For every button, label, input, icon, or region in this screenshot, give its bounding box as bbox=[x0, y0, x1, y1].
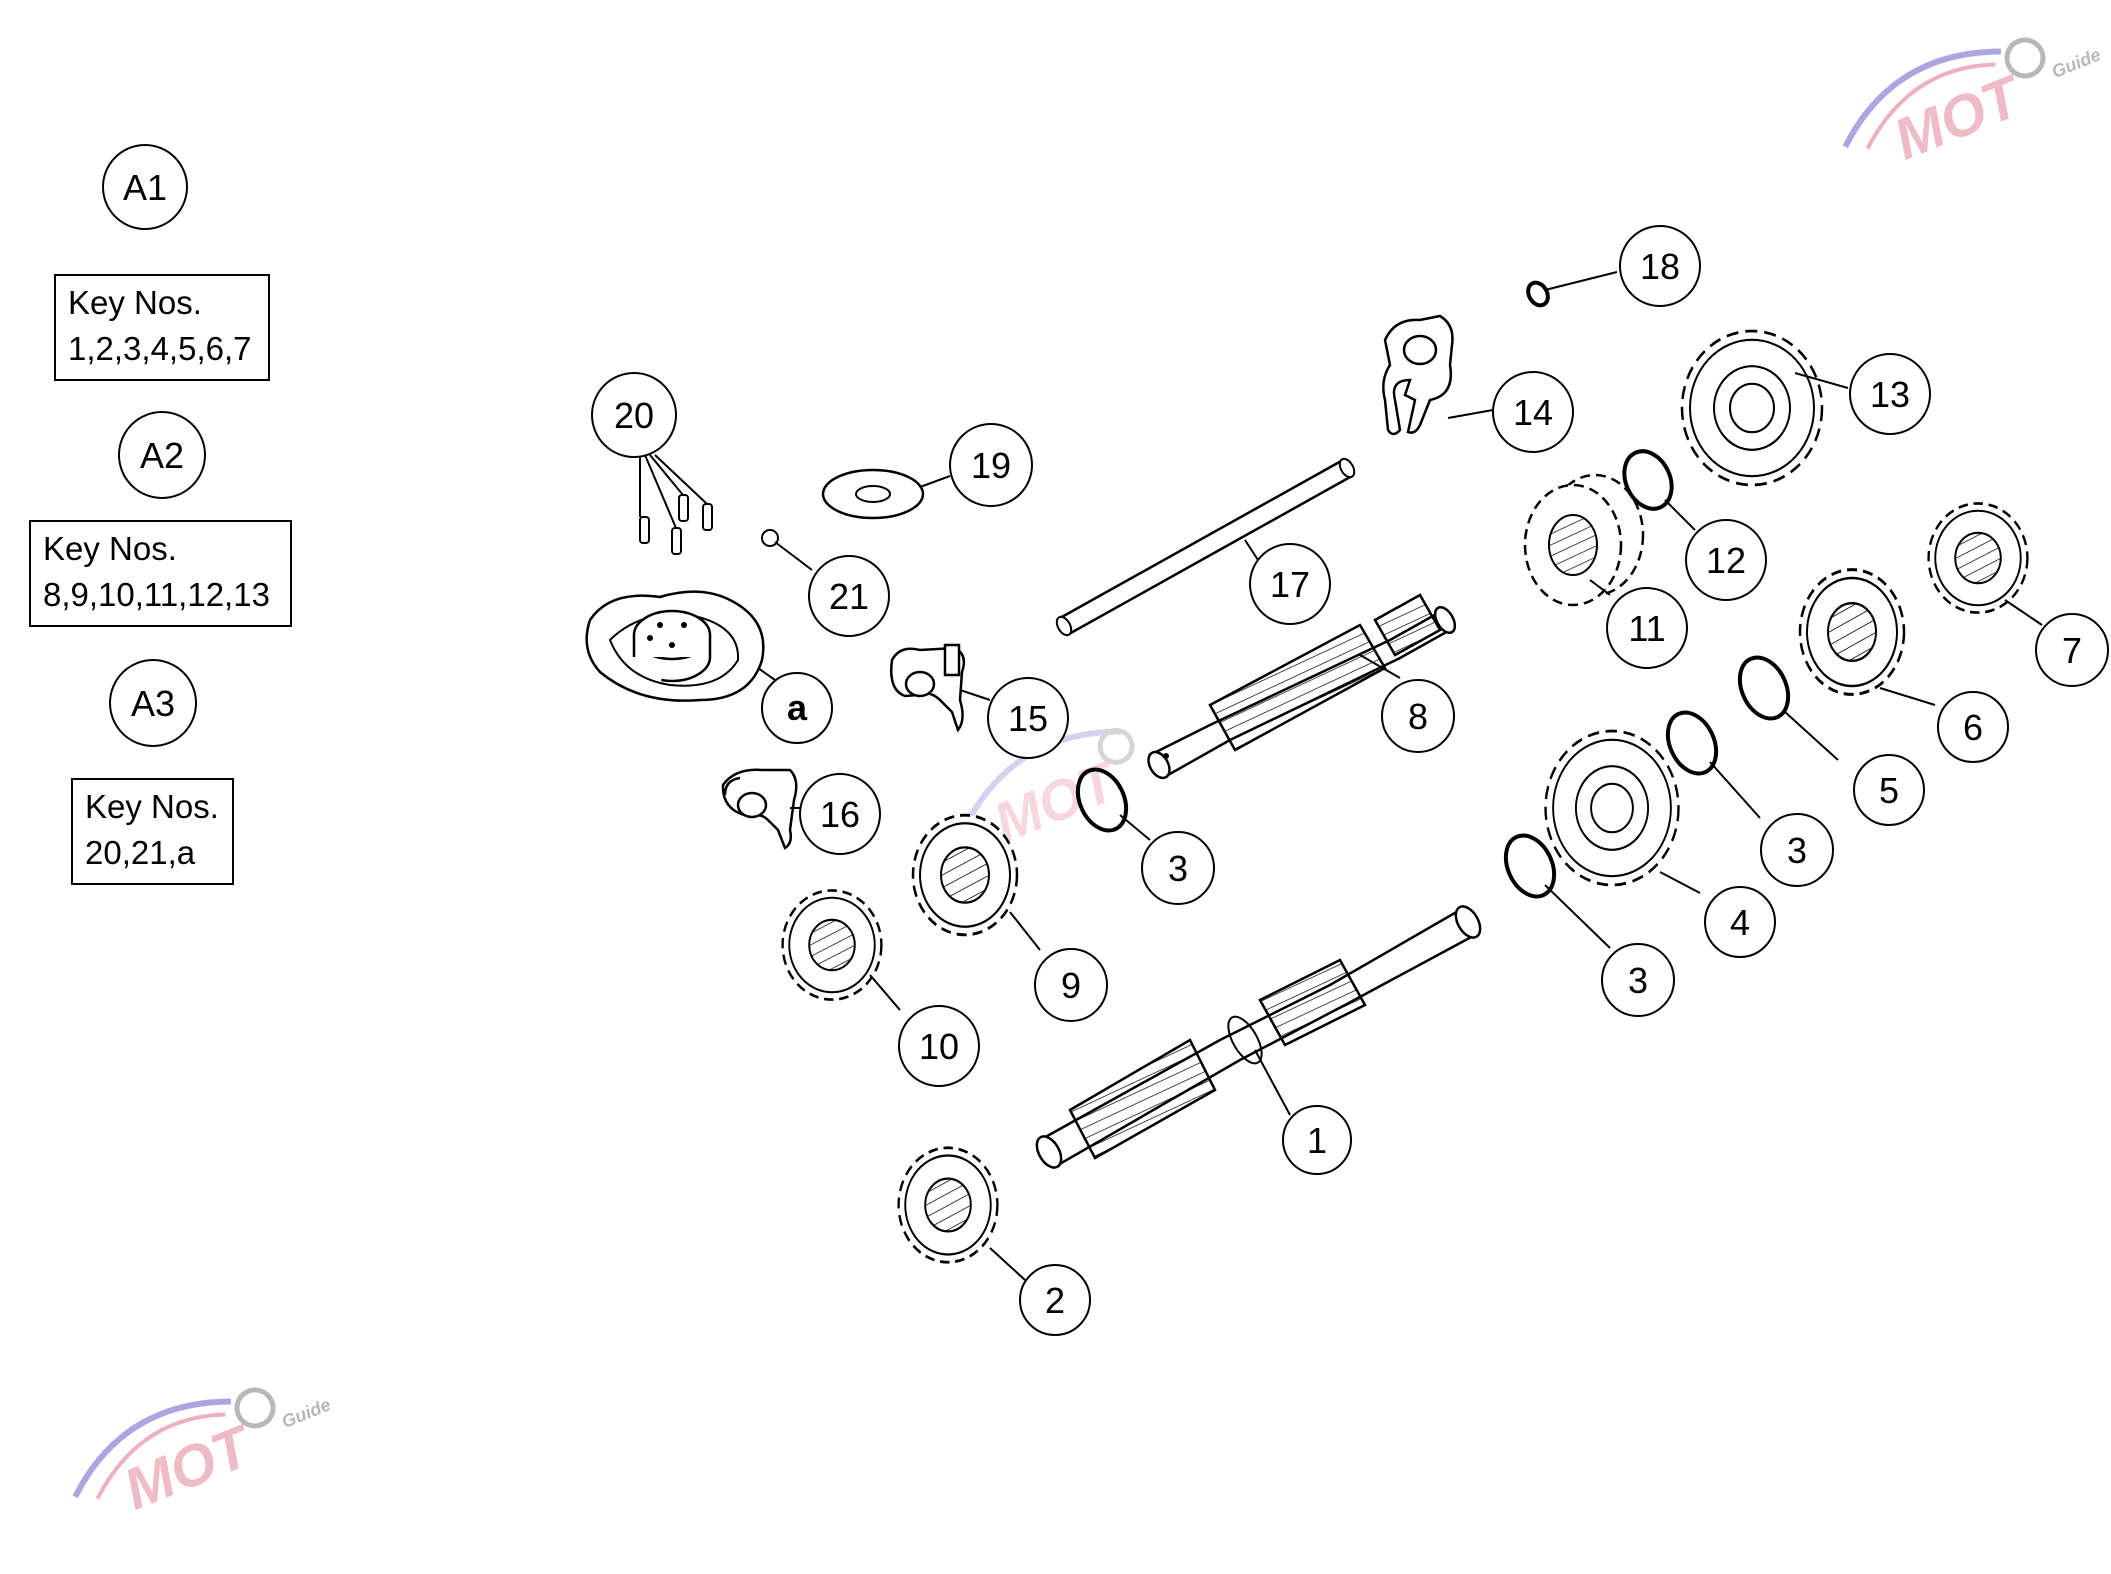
callout-1: 1 bbox=[1282, 1105, 1352, 1175]
part-shim-3a bbox=[1075, 767, 1129, 833]
callout-2: 2 bbox=[1019, 1264, 1091, 1336]
callout-12: 12 bbox=[1685, 519, 1767, 601]
part-selector-fork-14 bbox=[1382, 314, 1454, 436]
key-list-a2: 8,9,10,11,12,13 bbox=[43, 576, 270, 613]
svg-text:14: 14 bbox=[1513, 392, 1553, 433]
callout-3b: 3 bbox=[1760, 813, 1834, 887]
callout-17: 17 bbox=[1249, 543, 1331, 625]
part-selector-fork-16 bbox=[721, 768, 798, 850]
part-gear-7 bbox=[1927, 502, 2029, 614]
part-gear-13 bbox=[1680, 329, 1824, 487]
part-layshaft bbox=[1147, 593, 1457, 780]
part-selector-fork-15 bbox=[890, 643, 966, 733]
leader-lines bbox=[639, 271, 2043, 1281]
part-shim-3b bbox=[1665, 710, 1719, 776]
part-selector-plate bbox=[585, 590, 765, 702]
svg-text:1: 1 bbox=[1307, 1120, 1327, 1161]
svg-text:12: 12 bbox=[1706, 540, 1746, 581]
watermark-logo-bottom: MOT Guide bbox=[72, 1387, 334, 1523]
svg-text:2: 2 bbox=[1045, 1280, 1065, 1321]
part-shim-5 bbox=[1737, 655, 1791, 721]
svg-text:11: 11 bbox=[1628, 608, 1665, 649]
callout-14: 14 bbox=[1492, 371, 1574, 453]
callout-19: 19 bbox=[949, 423, 1033, 507]
group-label-a2: A2 bbox=[118, 411, 206, 499]
watermark-subtext-top: Guide bbox=[2049, 44, 2104, 82]
callout-21: 21 bbox=[808, 555, 890, 637]
part-gear-2 bbox=[897, 1146, 999, 1264]
callout-9: 9 bbox=[1034, 948, 1108, 1022]
callout-5: 5 bbox=[1853, 754, 1925, 826]
svg-text:9: 9 bbox=[1061, 965, 1081, 1006]
part-gear-6 bbox=[1798, 568, 1906, 696]
svg-text:7: 7 bbox=[2062, 630, 2082, 671]
watermark-subtext-bottom: Guide bbox=[279, 1394, 334, 1432]
svg-text:21: 21 bbox=[829, 576, 869, 617]
svg-text:A2: A2 bbox=[140, 435, 184, 476]
svg-text:8: 8 bbox=[1408, 696, 1428, 737]
part-detent-ball bbox=[761, 529, 779, 547]
part-fork-shaft bbox=[1055, 457, 1356, 637]
part-mainshaft bbox=[1035, 905, 1482, 1169]
svg-text:20: 20 bbox=[614, 395, 654, 436]
key-title-a1: Key Nos. bbox=[68, 284, 202, 321]
svg-text:5: 5 bbox=[1879, 770, 1899, 811]
key-list-a3: 20,21,a bbox=[85, 834, 196, 871]
svg-text:19: 19 bbox=[971, 445, 1011, 486]
svg-text:13: 13 bbox=[1870, 374, 1910, 415]
svg-text:17: 17 bbox=[1270, 564, 1310, 605]
part-shim-3c bbox=[1503, 833, 1557, 899]
callout-3c: 3 bbox=[1601, 943, 1675, 1017]
callout-10: 10 bbox=[898, 1005, 980, 1087]
part-circlip bbox=[1526, 280, 1550, 308]
svg-text:15: 15 bbox=[1008, 698, 1048, 739]
callout-3a: 3 bbox=[1141, 831, 1215, 905]
svg-text:3: 3 bbox=[1628, 960, 1648, 1001]
callout-8: 8 bbox=[1381, 679, 1455, 753]
key-title-a2: Key Nos. bbox=[43, 530, 177, 567]
part-shim-12 bbox=[1622, 449, 1674, 511]
svg-text:6: 6 bbox=[1963, 707, 1983, 748]
key-box-a3: Key Nos. 20,21,a bbox=[71, 778, 234, 885]
group-label-a1: A1 bbox=[102, 144, 188, 230]
callout-18: 18 bbox=[1619, 225, 1701, 307]
watermark-logo-top: MOT Guide bbox=[1842, 37, 2104, 173]
svg-text:16: 16 bbox=[820, 794, 860, 835]
key-title-a3: Key Nos. bbox=[85, 788, 219, 825]
callout-13: 13 bbox=[1849, 353, 1931, 435]
callout-11: 11 bbox=[1606, 587, 1688, 669]
part-washer bbox=[821, 468, 925, 520]
callout-4: 4 bbox=[1704, 886, 1776, 958]
part-gear-10 bbox=[781, 889, 883, 1001]
key-list-a1: 1,2,3,4,5,6,7 bbox=[68, 330, 252, 367]
svg-text:4: 4 bbox=[1730, 902, 1750, 943]
callout-7: 7 bbox=[2035, 613, 2109, 687]
callout-a: a bbox=[761, 672, 833, 744]
callout-20: 20 bbox=[591, 372, 677, 458]
svg-text:a: a bbox=[787, 687, 808, 728]
callout-6: 6 bbox=[1937, 691, 2009, 763]
svg-text:A1: A1 bbox=[123, 167, 167, 208]
callout-15: 15 bbox=[987, 677, 1069, 759]
svg-text:18: 18 bbox=[1640, 246, 1680, 287]
svg-text:3: 3 bbox=[1168, 848, 1188, 889]
part-gear-4 bbox=[1544, 729, 1680, 887]
svg-text:A3: A3 bbox=[131, 683, 175, 724]
part-gear-9 bbox=[911, 813, 1019, 937]
key-box-a2: Key Nos. 8,9,10,11,12,13 bbox=[29, 520, 292, 627]
part-gear-11 bbox=[1523, 473, 1645, 607]
key-box-a1: Key Nos. 1,2,3,4,5,6,7 bbox=[54, 274, 270, 381]
part-dowel-pins bbox=[639, 494, 713, 555]
svg-text:3: 3 bbox=[1787, 830, 1807, 871]
group-label-a3: A3 bbox=[109, 659, 197, 747]
svg-text:10: 10 bbox=[919, 1026, 959, 1067]
callout-16: 16 bbox=[799, 773, 881, 855]
